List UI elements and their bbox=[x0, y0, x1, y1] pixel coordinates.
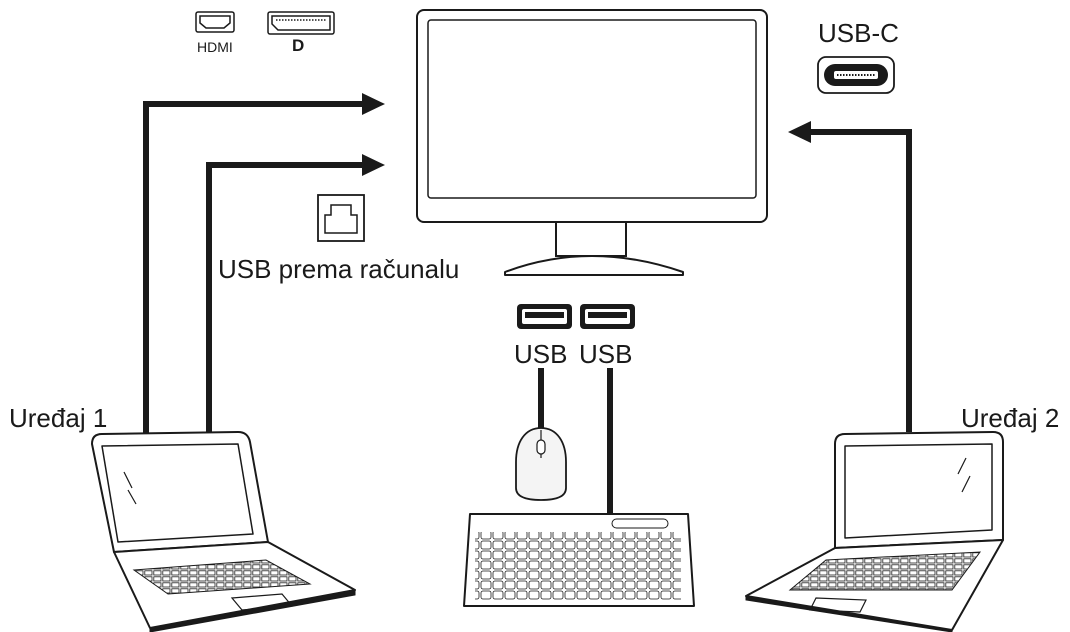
monitor bbox=[416, 9, 768, 276]
laptop-device1 bbox=[91, 431, 356, 632]
monitor-bezel bbox=[416, 9, 768, 223]
usb-a-port-right-icon bbox=[580, 304, 635, 329]
dp-arrowhead bbox=[362, 154, 385, 176]
keyboard bbox=[463, 513, 695, 607]
hdmi-label: HDMI bbox=[197, 39, 233, 55]
mouse bbox=[515, 427, 567, 501]
device2-label: Uređaj 2 bbox=[961, 403, 1060, 433]
laptop-device2 bbox=[745, 431, 1004, 632]
device2-usbc-cable bbox=[808, 129, 912, 432]
usb-b-port-icon bbox=[317, 194, 365, 242]
displayport-port-icon bbox=[267, 11, 335, 35]
usb-a-left-label: USB bbox=[514, 339, 568, 369]
hdmi-port-icon bbox=[195, 11, 235, 33]
monitor-screen bbox=[427, 19, 757, 199]
connection-lines bbox=[143, 101, 912, 514]
monitor-base bbox=[504, 255, 684, 276]
device1-label: Uređaj 1 bbox=[9, 403, 108, 433]
usb-upstream-label: USB prema računalu bbox=[218, 254, 460, 284]
arrowheads bbox=[362, 93, 811, 176]
usb-a-right-label: USB bbox=[579, 339, 633, 369]
device1-hdmi-cable bbox=[143, 101, 365, 438]
usbc-port-icon bbox=[817, 56, 895, 94]
monitor-neck bbox=[555, 221, 627, 257]
usb-a-port-left-icon bbox=[517, 304, 572, 329]
hdmi-arrowhead bbox=[362, 93, 385, 115]
displayport-label: D bbox=[292, 36, 305, 55]
usbc-arrowhead bbox=[788, 121, 811, 143]
device1-dp-cable bbox=[206, 162, 365, 432]
usbc-label: USB-C bbox=[818, 18, 899, 48]
keyboard-keys bbox=[475, 532, 681, 600]
